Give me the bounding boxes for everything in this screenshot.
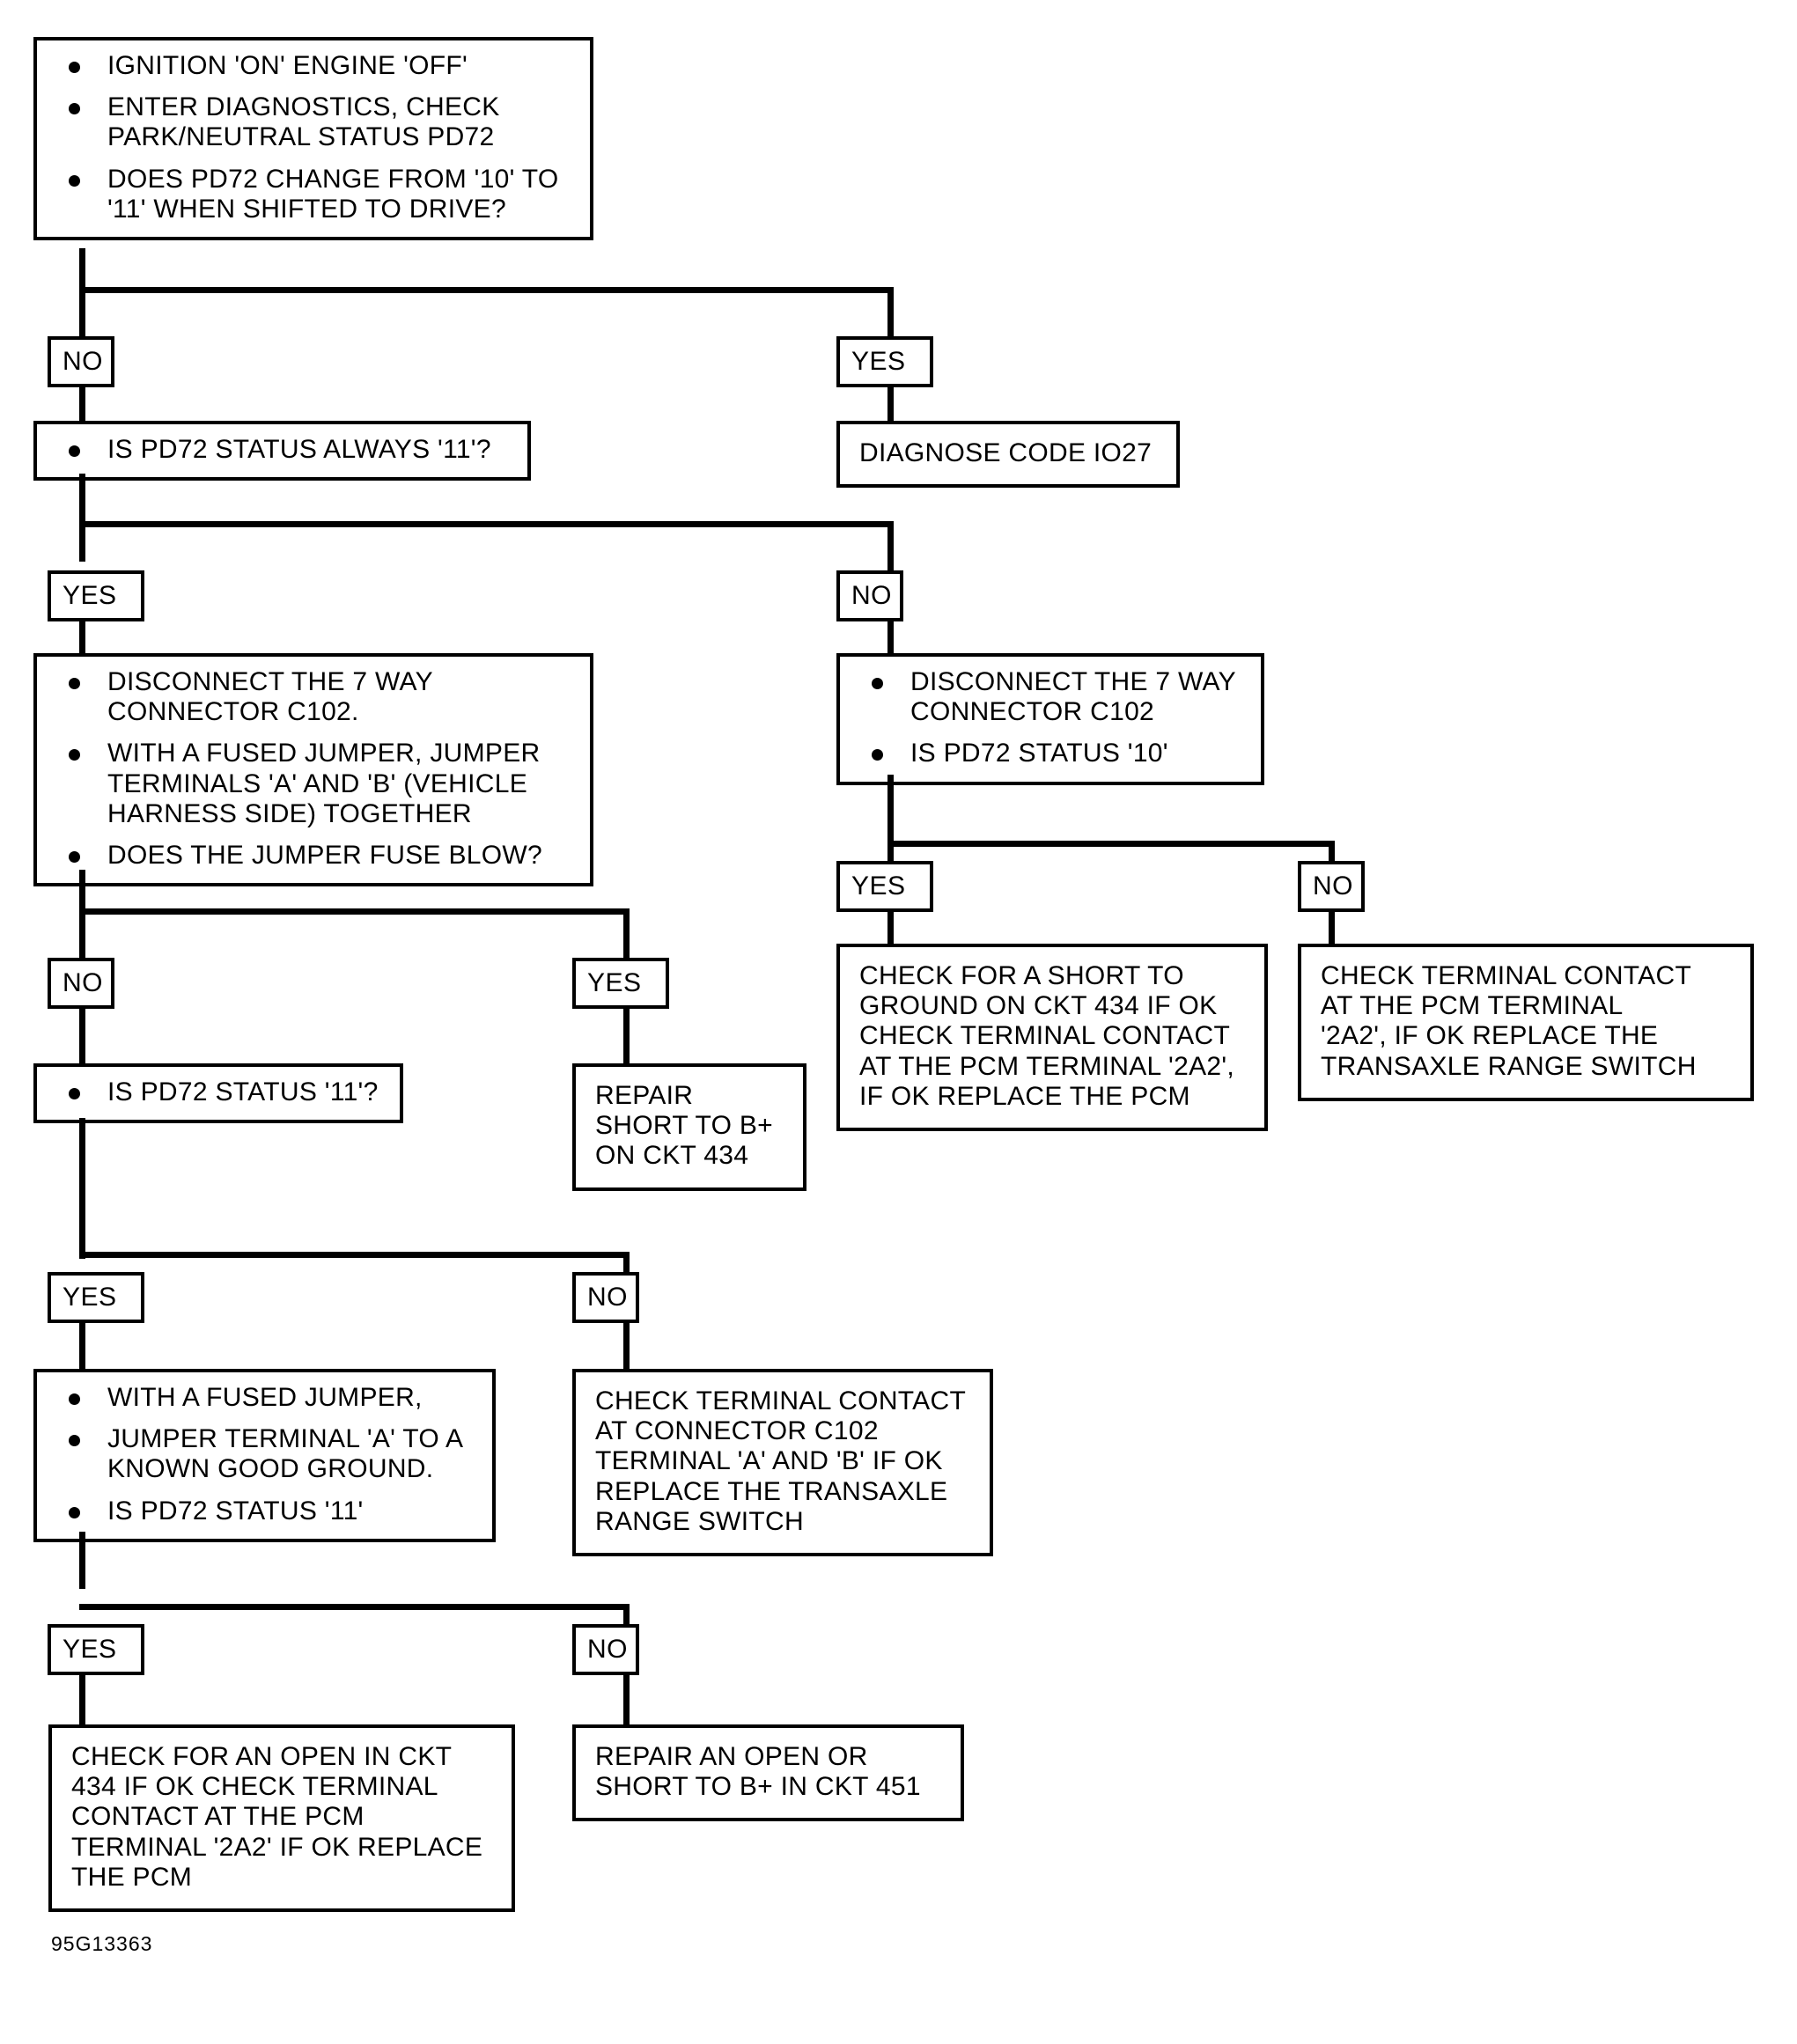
branch-label-yes: YES <box>836 336 933 387</box>
connector-vertical <box>79 1673 85 1728</box>
bullet-list: DISCONNECT THE 7 WAY CONNECTOR C102 IS P… <box>856 667 1245 769</box>
node-status11-question: IS PD72 STATUS '11'? <box>33 1063 403 1124</box>
connector-vertical <box>887 775 894 863</box>
bullet-list: WITH A FUSED JUMPER, JUMPER TERMINAL 'A'… <box>53 1383 476 1526</box>
node-repair-short-b-plus: REPAIR SHORT TO B+ ON CKT 434 <box>572 1063 806 1191</box>
connector-vertical <box>79 1007 85 1067</box>
list-item: DOES THE JUMPER FUSE BLOW? <box>53 841 574 871</box>
list-item: JUMPER TERMINAL 'A' TO A KNOWN GOOD GROU… <box>53 1424 476 1484</box>
node-repair-open-ckt451: REPAIR AN OPEN OR SHORT TO B+ IN CKT 451 <box>572 1724 964 1822</box>
connector-vertical <box>887 521 894 570</box>
connector-horizontal <box>79 1252 630 1258</box>
connector-vertical <box>623 908 630 960</box>
branch-label-no: NO <box>836 570 903 621</box>
connector-horizontal <box>79 287 894 293</box>
list-item: WITH A FUSED JUMPER, <box>53 1383 476 1413</box>
connector-vertical <box>79 1532 85 1589</box>
connector-vertical <box>887 910 894 949</box>
branch-label-no: NO <box>48 958 114 1009</box>
list-item: IS PD72 STATUS '11' <box>53 1496 476 1526</box>
list-item: DISCONNECT THE 7 WAY CONNECTOR C102 <box>856 667 1245 727</box>
connector-horizontal <box>79 521 894 527</box>
branch-label-yes: YES <box>48 1624 144 1675</box>
bullet-list: IS PD72 STATUS ALWAYS '11'? <box>53 435 512 465</box>
connector-vertical <box>79 620 85 657</box>
connector-vertical <box>623 1007 630 1067</box>
list-item: IS PD72 STATUS ALWAYS '11'? <box>53 435 512 465</box>
connector-vertical <box>623 1321 630 1372</box>
node-disconnect-left: DISCONNECT THE 7 WAY CONNECTOR C102. WIT… <box>33 653 593 887</box>
branch-label-no: NO <box>1298 861 1365 912</box>
connector-vertical <box>79 474 85 562</box>
branch-label-yes: YES <box>48 570 144 621</box>
connector-horizontal <box>79 1604 630 1610</box>
bullet-list: DISCONNECT THE 7 WAY CONNECTOR C102. WIT… <box>53 667 574 871</box>
list-item: IS PD72 STATUS '11'? <box>53 1077 384 1107</box>
connector-horizontal <box>79 908 630 915</box>
figure-caption: 95G13363 <box>51 1932 153 1955</box>
connector-vertical <box>887 620 894 657</box>
connector-vertical <box>887 386 894 423</box>
node-jumper-ground: WITH A FUSED JUMPER, JUMPER TERMINAL 'A'… <box>33 1369 496 1542</box>
connector-vertical <box>1329 910 1335 949</box>
node-open-ckt434: CHECK FOR AN OPEN IN CKT 434 IF OK CHECK… <box>48 1724 515 1912</box>
node-short-to-ground: CHECK FOR A SHORT TO GROUND ON CKT 434 I… <box>836 944 1268 1131</box>
bullet-list: IS PD72 STATUS '11'? <box>53 1077 384 1107</box>
list-item: IGNITION 'ON' ENGINE 'OFF' <box>53 51 574 81</box>
branch-label-no: NO <box>572 1272 639 1323</box>
node-connector-c102-check: CHECK TERMINAL CONTACT AT CONNECTOR C102… <box>572 1369 993 1556</box>
connector-vertical <box>887 287 894 336</box>
branch-label-yes: YES <box>572 958 669 1009</box>
branch-label-no: NO <box>572 1624 639 1675</box>
list-item: IS PD72 STATUS '10' <box>856 739 1245 768</box>
list-item: DOES PD72 CHANGE FROM '10' TO '11' WHEN … <box>53 165 574 224</box>
node-always11: IS PD72 STATUS ALWAYS '11'? <box>33 421 531 482</box>
bullet-list: IGNITION 'ON' ENGINE 'OFF' ENTER DIAGNOS… <box>53 51 574 224</box>
branch-label-no: NO <box>48 336 114 387</box>
branch-label-yes: YES <box>836 861 933 912</box>
node-start: IGNITION 'ON' ENGINE 'OFF' ENTER DIAGNOS… <box>33 37 593 240</box>
connector-vertical <box>79 1118 85 1210</box>
node-disconnect-right: DISCONNECT THE 7 WAY CONNECTOR C102 IS P… <box>836 653 1264 785</box>
branch-label-yes: YES <box>48 1272 144 1323</box>
connector-vertical <box>79 1210 85 1259</box>
connector-horizontal <box>887 841 1335 847</box>
list-item: WITH A FUSED JUMPER, JUMPER TERMINALS 'A… <box>53 739 574 829</box>
list-item: ENTER DIAGNOSTICS, CHECK PARK/NEUTRAL ST… <box>53 92 574 152</box>
connector-vertical <box>79 386 85 423</box>
node-diagnose-code: DIAGNOSE CODE IO27 <box>836 421 1180 489</box>
connector-vertical <box>79 1321 85 1372</box>
list-item: DISCONNECT THE 7 WAY CONNECTOR C102. <box>53 667 574 727</box>
node-pcm-terminal-transaxle: CHECK TERMINAL CONTACT AT THE PCM TERMIN… <box>1298 944 1754 1101</box>
connector-vertical <box>623 1673 630 1728</box>
